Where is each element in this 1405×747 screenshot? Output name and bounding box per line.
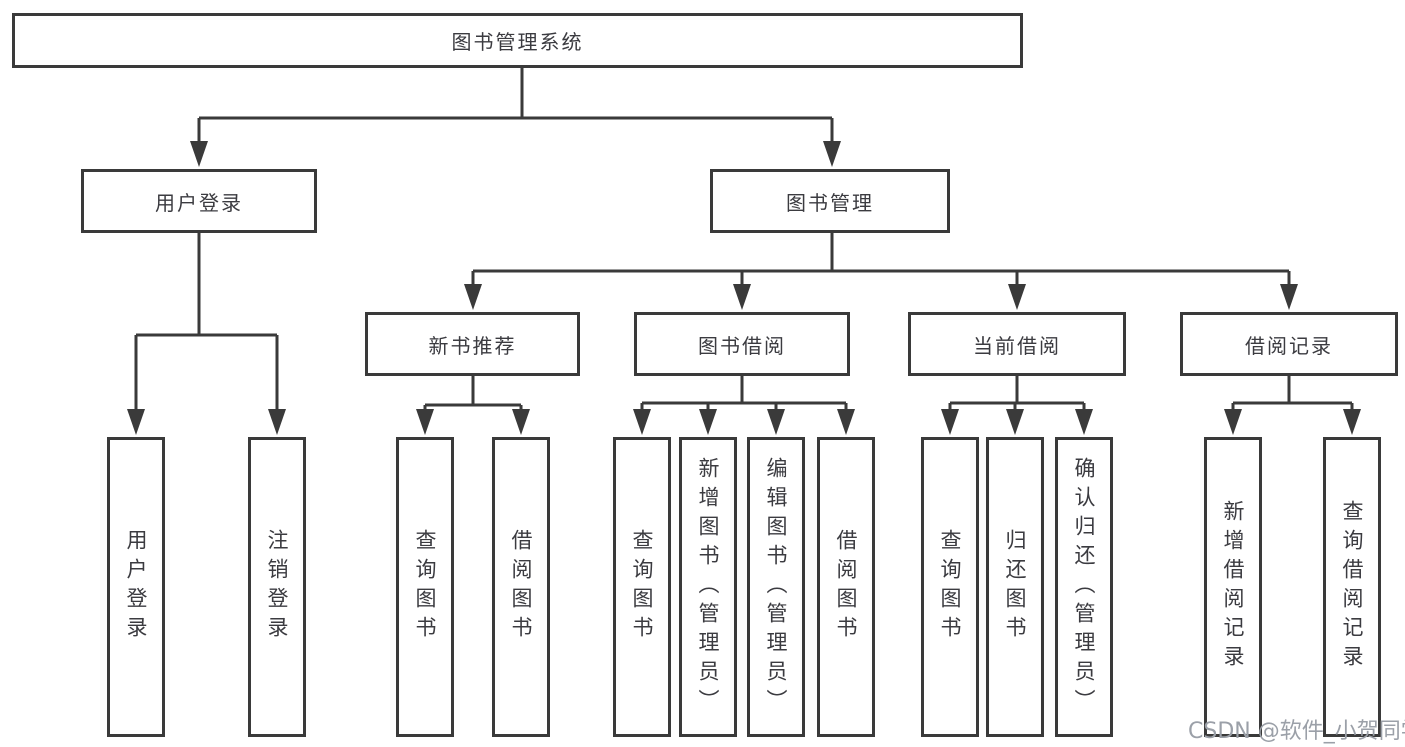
node-new-book-recommend: 新书推荐 bbox=[365, 312, 580, 376]
arrowheads-level1 bbox=[190, 141, 841, 167]
leaf-query-books-borrow: 查询图书 bbox=[613, 437, 671, 737]
arrowheads-borrow-leaves bbox=[633, 409, 855, 435]
node-current-borrowing: 当前借阅 bbox=[908, 312, 1126, 376]
connector-login-to-leaves bbox=[134, 233, 279, 419]
connector-borrow-to-leaves bbox=[640, 376, 848, 419]
node-library-system-root: 图书管理系统 bbox=[12, 13, 1023, 68]
leaf-borrow-books-recommend: 借阅图书 bbox=[492, 437, 550, 737]
leaf-confirm-return-admin: 确认归还（管理员） bbox=[1055, 437, 1113, 737]
leaf-user-login: 用户登录 bbox=[107, 437, 165, 737]
leaf-borrow-books: 借阅图书 bbox=[817, 437, 875, 737]
arrowheads-records-leaves bbox=[1224, 409, 1361, 435]
node-borrow-records: 借阅记录 bbox=[1180, 312, 1398, 376]
connector-root-to-level1 bbox=[197, 68, 834, 151]
node-book-borrowing: 图书借阅 bbox=[634, 312, 850, 376]
leaf-query-books-recommend: 查询图书 bbox=[396, 437, 454, 737]
connector-records-to-leaves bbox=[1231, 376, 1354, 419]
leaf-return-books: 归还图书 bbox=[986, 437, 1044, 737]
leaf-add-borrow-record: 新增借阅记录 bbox=[1204, 437, 1262, 737]
arrowheads-newbook-leaves bbox=[416, 409, 530, 435]
leaf-edit-books-admin: 编辑图书（管理员） bbox=[747, 437, 805, 737]
arrowheads-level2 bbox=[464, 284, 1298, 310]
connector-bookmgmt-to-level2 bbox=[471, 233, 1291, 294]
connector-newbook-to-leaves bbox=[423, 376, 523, 419]
node-user-login: 用户登录 bbox=[81, 169, 317, 233]
csdn-watermark: CSDN @软件_小贺同学 bbox=[1188, 719, 1405, 744]
arrowheads-login-leaves bbox=[127, 409, 286, 435]
leaf-add-books-admin: 新增图书（管理员） bbox=[679, 437, 737, 737]
leaf-logout: 注销登录 bbox=[248, 437, 306, 737]
arrowheads-current-leaves bbox=[941, 409, 1093, 435]
leaf-query-books-current: 查询图书 bbox=[921, 437, 979, 737]
node-book-management: 图书管理 bbox=[710, 169, 950, 233]
leaf-query-borrow-record: 查询借阅记录 bbox=[1323, 437, 1381, 737]
